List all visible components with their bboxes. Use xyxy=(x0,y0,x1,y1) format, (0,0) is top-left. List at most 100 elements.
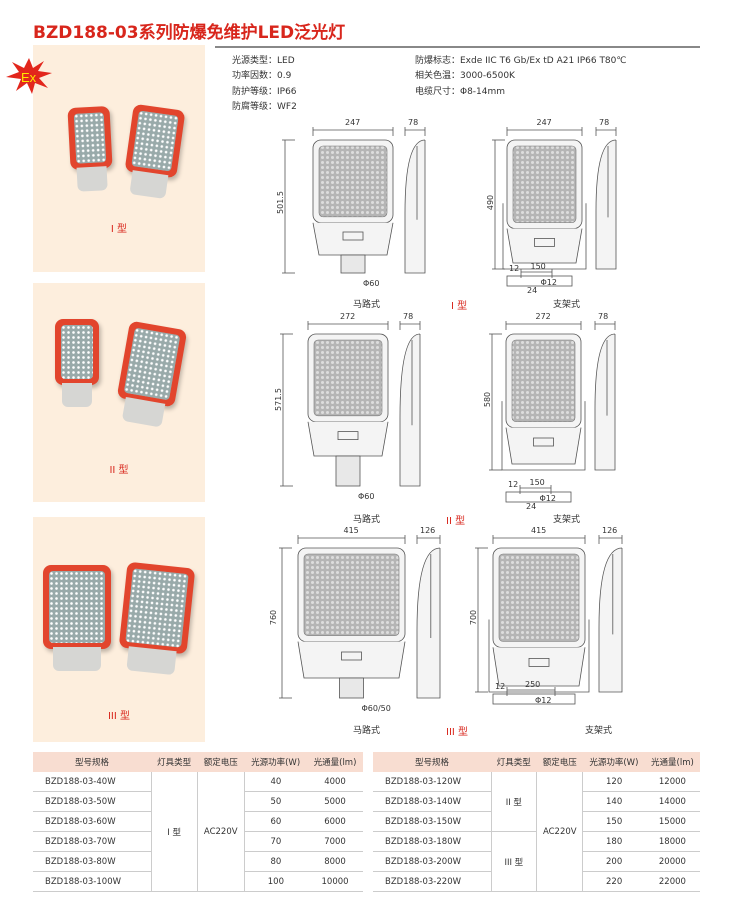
spec-color-temp: 相关色温：3000-6500K xyxy=(415,71,515,81)
cell-power: 120 xyxy=(582,772,645,792)
road-front-view-pole-mount xyxy=(339,677,364,699)
bracket-mount-caption: 支架式 xyxy=(553,300,581,310)
road-width-dim: 272 xyxy=(340,312,356,321)
road-side-view xyxy=(399,333,421,487)
road-depth-dim: 126 xyxy=(420,526,436,535)
bracket-width-dim: 272 xyxy=(535,312,551,321)
cell-power: 80 xyxy=(244,851,308,872)
cell-model: BZD188-03-50W xyxy=(33,791,151,812)
road-pipe-diameter: Φ60 xyxy=(363,279,380,288)
cell-model: BZD188-03-220W xyxy=(373,871,491,892)
bracket-plan-view xyxy=(506,275,573,287)
cell-flux: 6000 xyxy=(307,811,363,832)
type-caption: II 型 xyxy=(446,516,466,527)
spec-power-factor: 功率因数：0.9 xyxy=(232,71,292,81)
cell-power: 60 xyxy=(244,811,308,832)
product-type-label: III 型 xyxy=(107,711,131,722)
bracket-arm xyxy=(501,401,586,471)
road-front-view-led-array xyxy=(303,553,400,636)
cell-flux: 15000 xyxy=(644,811,700,832)
road-side-view xyxy=(416,547,441,699)
road-mount-caption: 马路式 xyxy=(353,726,381,736)
col-header-type: 灯具类型 xyxy=(151,752,198,772)
cell-type: I 型 xyxy=(150,772,198,892)
spec-table-left: 型号规格 灯具类型 额定电压 光源功率(W) 光通量(lm) BZD188-03… xyxy=(33,752,363,892)
road-front-view-pole-mount xyxy=(340,254,366,274)
cell-flux: 14000 xyxy=(644,791,700,812)
bracket-front-view-led-array xyxy=(498,553,580,642)
bracket-side-view xyxy=(594,333,616,471)
spec-ex-marking: 防爆标志：Exde IIC T6 Gb/Ex tD A21 IP66 T80℃ xyxy=(415,56,627,66)
page-title: BZD188-03系列防爆免维护LED泛光灯 xyxy=(33,23,346,43)
road-front-view-driver-box xyxy=(307,421,389,457)
road-height-dim: 501.5 xyxy=(275,190,285,214)
cell-voltage: AC220V xyxy=(196,772,245,892)
bracket-hole-diameter-dim: Φ12 xyxy=(540,278,557,287)
col-header-flux: 光通量(lm) xyxy=(644,752,700,772)
road-front-view-driver-box xyxy=(312,222,394,256)
bracket-arm xyxy=(488,619,590,693)
bracket-offset-dim: 12 xyxy=(495,682,506,691)
road-width-dim: 247 xyxy=(345,118,361,127)
road-front-view-pole-mount xyxy=(335,455,361,487)
spec-corrosion-rating: 防腐等级：WF2 xyxy=(232,102,297,112)
cell-model: BZD188-03-80W xyxy=(33,851,151,872)
product-type-label: II 型 xyxy=(109,465,129,476)
cell-model: BZD188-03-40W xyxy=(33,772,151,792)
bracket-side-view xyxy=(595,139,617,270)
road-height-dim: 760 xyxy=(269,609,279,626)
col-header-model: 型号规格 xyxy=(373,752,491,772)
bracket-width-dim: 415 xyxy=(531,526,547,535)
bracket-height-dim: 580 xyxy=(483,391,493,408)
spec-light-source: 光源类型：LED xyxy=(232,56,295,66)
bracket-hole-spacing-dim: 150 xyxy=(529,478,545,487)
road-height-dim: 571.5 xyxy=(273,388,283,411)
ex-starburst-icon: Ex xyxy=(6,58,52,94)
road-front-view-led-array xyxy=(313,339,383,417)
cell-model: BZD188-03-120W xyxy=(373,772,491,792)
cell-model: BZD188-03-140W xyxy=(373,791,491,812)
cell-flux: 18000 xyxy=(644,831,700,852)
cell-flux: 12000 xyxy=(644,772,700,792)
road-width-dim: 415 xyxy=(343,526,359,535)
bracket-mount-caption: 支架式 xyxy=(585,726,613,736)
cell-model: BZD188-03-70W xyxy=(33,831,151,852)
spec-ip-rating: 防护等级：IP66 xyxy=(232,87,297,97)
cell-model: BZD188-03-150W xyxy=(373,811,491,832)
product-photo-type-2: II 型 xyxy=(33,283,205,502)
bracket-hole-diameter-dim: Φ12 xyxy=(535,696,552,705)
product-type-label: I 型 xyxy=(110,224,128,235)
cell-model: BZD188-03-180W xyxy=(373,831,491,852)
cell-power: 220 xyxy=(582,871,645,892)
bracket-front-view-nameplate xyxy=(533,437,554,447)
cell-power: 100 xyxy=(244,871,308,892)
bracket-front-view-nameplate xyxy=(528,658,550,667)
cell-model: BZD188-03-200W xyxy=(373,851,491,872)
cell-type: III 型 xyxy=(490,831,538,892)
col-header-model: 型号规格 xyxy=(33,752,151,772)
spec-table-right: 型号规格 灯具类型 额定电压 光源功率(W) 光通量(lm) BZD188-03… xyxy=(373,752,700,892)
bracket-front-view-nameplate xyxy=(534,237,555,247)
bracket-thickness-dim: 24 xyxy=(527,286,538,295)
cell-flux: 8000 xyxy=(307,851,363,872)
road-depth-dim: 78 xyxy=(403,312,414,321)
bracket-hole-spacing-dim: 250 xyxy=(525,680,541,689)
bracket-arm xyxy=(502,203,587,270)
cell-model: BZD188-03-100W xyxy=(33,871,151,892)
cell-power: 140 xyxy=(582,791,645,812)
bracket-depth-dim: 78 xyxy=(599,118,610,127)
cell-voltage: AC220V xyxy=(536,772,584,892)
road-front-view-nameplate xyxy=(342,231,364,241)
